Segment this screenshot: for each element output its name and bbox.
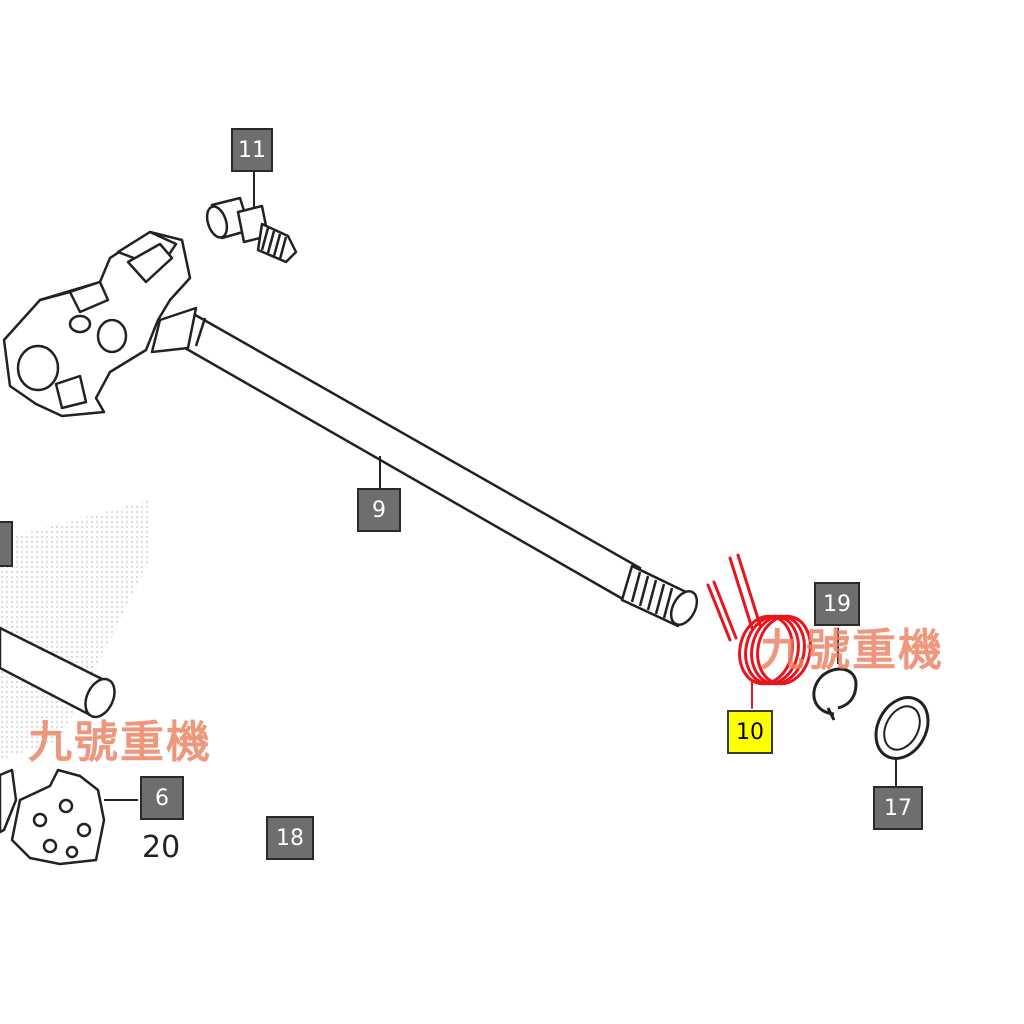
callout-6: 6 <box>140 776 184 820</box>
star-piece-part-6 <box>0 768 138 866</box>
bolt-part-11 <box>205 170 298 264</box>
callout-18: 18 <box>266 816 314 860</box>
circlip-part-19 <box>812 628 858 721</box>
partial-callout-box <box>0 521 13 567</box>
rod-part <box>0 626 116 719</box>
callout-10: 10 <box>727 710 773 754</box>
callout-19: 19 <box>814 582 860 626</box>
callout-11: 11 <box>231 128 273 172</box>
callout-17: 17 <box>873 786 923 830</box>
watermark-text: 九號重機 <box>760 625 944 676</box>
spring-part-10 <box>706 553 812 709</box>
callout-9: 9 <box>357 488 401 532</box>
washer-part-17 <box>874 696 930 786</box>
halftone-shading <box>0 500 150 760</box>
watermark-text: 九號重機 <box>28 717 212 768</box>
label-20: 20 <box>142 830 181 865</box>
shift-shaft-part-9 <box>2 230 699 628</box>
